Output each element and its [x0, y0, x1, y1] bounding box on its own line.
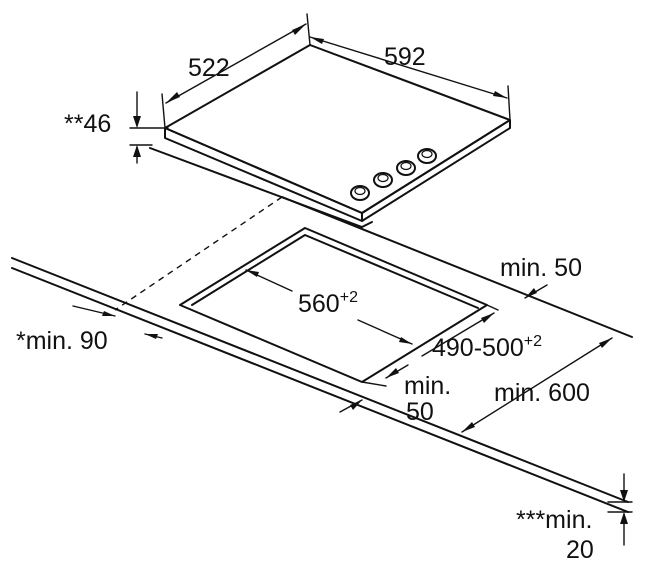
cooktop-base-edge [149, 147, 363, 228]
label-46: **46 [64, 110, 111, 138]
label-min-90: *min. 90 [16, 327, 108, 355]
dimension-490-500 [361, 304, 499, 387]
label-560-tolerance: +2 [340, 289, 358, 306]
worktop-front-edge-bottom [11, 267, 629, 513]
worktop-left-edge-dashed [114, 196, 283, 311]
dimension-522 [161, 13, 311, 129]
cooktop-base-edge-side [361, 221, 373, 228]
dimension-592 [309, 36, 511, 121]
label-592: 592 [384, 43, 426, 71]
knob [396, 160, 416, 176]
knob [373, 172, 393, 188]
label-min-20-line2: 20 [566, 536, 594, 564]
dimension-min-90 [72, 305, 163, 339]
label-min-50-front-line1: min. [404, 372, 451, 400]
label-490-500-tolerance: +2 [524, 333, 542, 350]
cooktop-side-face [361, 119, 511, 222]
label-560: 560+2 [298, 289, 358, 318]
dimension-560 [245, 269, 413, 345]
label-min-20-line1: ***min. [516, 506, 592, 534]
dimension-min-50-front [339, 399, 363, 413]
dimension-min-50-wall [524, 284, 548, 299]
worktop [11, 196, 633, 513]
label-490-500: 490-500+2 [432, 333, 542, 362]
dimension-min-600 [461, 337, 613, 433]
cooktop-front-face [164, 127, 363, 222]
label-min-50-wall: min. 50 [500, 254, 582, 282]
worktop-back-edge [281, 196, 633, 338]
label-min-50-front-line2: 50 [406, 398, 434, 426]
worktop-front-edge-top [11, 257, 629, 503]
cutout-inner-edge [191, 234, 479, 309]
control-knobs [350, 148, 437, 201]
label-522: 522 [188, 54, 230, 82]
cooktop [149, 44, 511, 228]
knob [417, 148, 437, 164]
dimension-46 [129, 91, 169, 164]
label-min-600: min. 600 [494, 379, 590, 407]
label-560-base: 560 [298, 290, 340, 318]
label-490-500-base: 490-500 [432, 334, 524, 362]
knob [350, 185, 370, 201]
dimension-min-20 [607, 473, 633, 546]
